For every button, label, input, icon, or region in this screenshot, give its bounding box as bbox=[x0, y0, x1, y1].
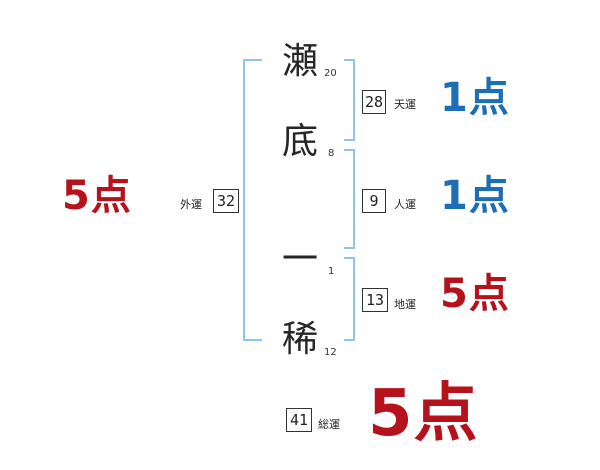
sou-score: 5点 bbox=[368, 377, 479, 451]
ten-score: 1点 bbox=[440, 75, 510, 121]
name-char-3: 一 bbox=[282, 239, 319, 280]
chi-bracket bbox=[344, 257, 355, 341]
ten-label: 天運 bbox=[394, 98, 416, 111]
jin-value-box: 9 bbox=[362, 189, 386, 213]
jin-label: 人運 bbox=[394, 198, 416, 211]
name-char-2: 底 bbox=[282, 121, 319, 162]
sou-label: 総運 bbox=[318, 418, 340, 431]
chi-value-box: 13 bbox=[362, 288, 388, 312]
jin-bracket bbox=[344, 149, 355, 249]
stroke-count-4: 12 bbox=[324, 347, 337, 358]
stroke-count-3: 1 bbox=[328, 266, 335, 277]
chi-label: 地運 bbox=[394, 298, 416, 311]
gai-label: 外運 bbox=[180, 198, 202, 211]
stroke-count-2: 8 bbox=[328, 148, 335, 159]
outer-bracket bbox=[243, 59, 262, 341]
name-char-1: 瀬 bbox=[282, 41, 319, 82]
ten-bracket bbox=[344, 59, 355, 141]
gai-value-box: 32 bbox=[213, 189, 239, 213]
ten-value-box: 28 bbox=[362, 90, 386, 114]
sou-value-box: 41 bbox=[286, 408, 312, 432]
gai-score: 5点 bbox=[62, 173, 132, 219]
stroke-count-1: 20 bbox=[324, 68, 337, 79]
chi-score: 5点 bbox=[440, 271, 510, 317]
jin-score: 1点 bbox=[440, 173, 510, 219]
name-char-4: 稀 bbox=[282, 319, 319, 360]
